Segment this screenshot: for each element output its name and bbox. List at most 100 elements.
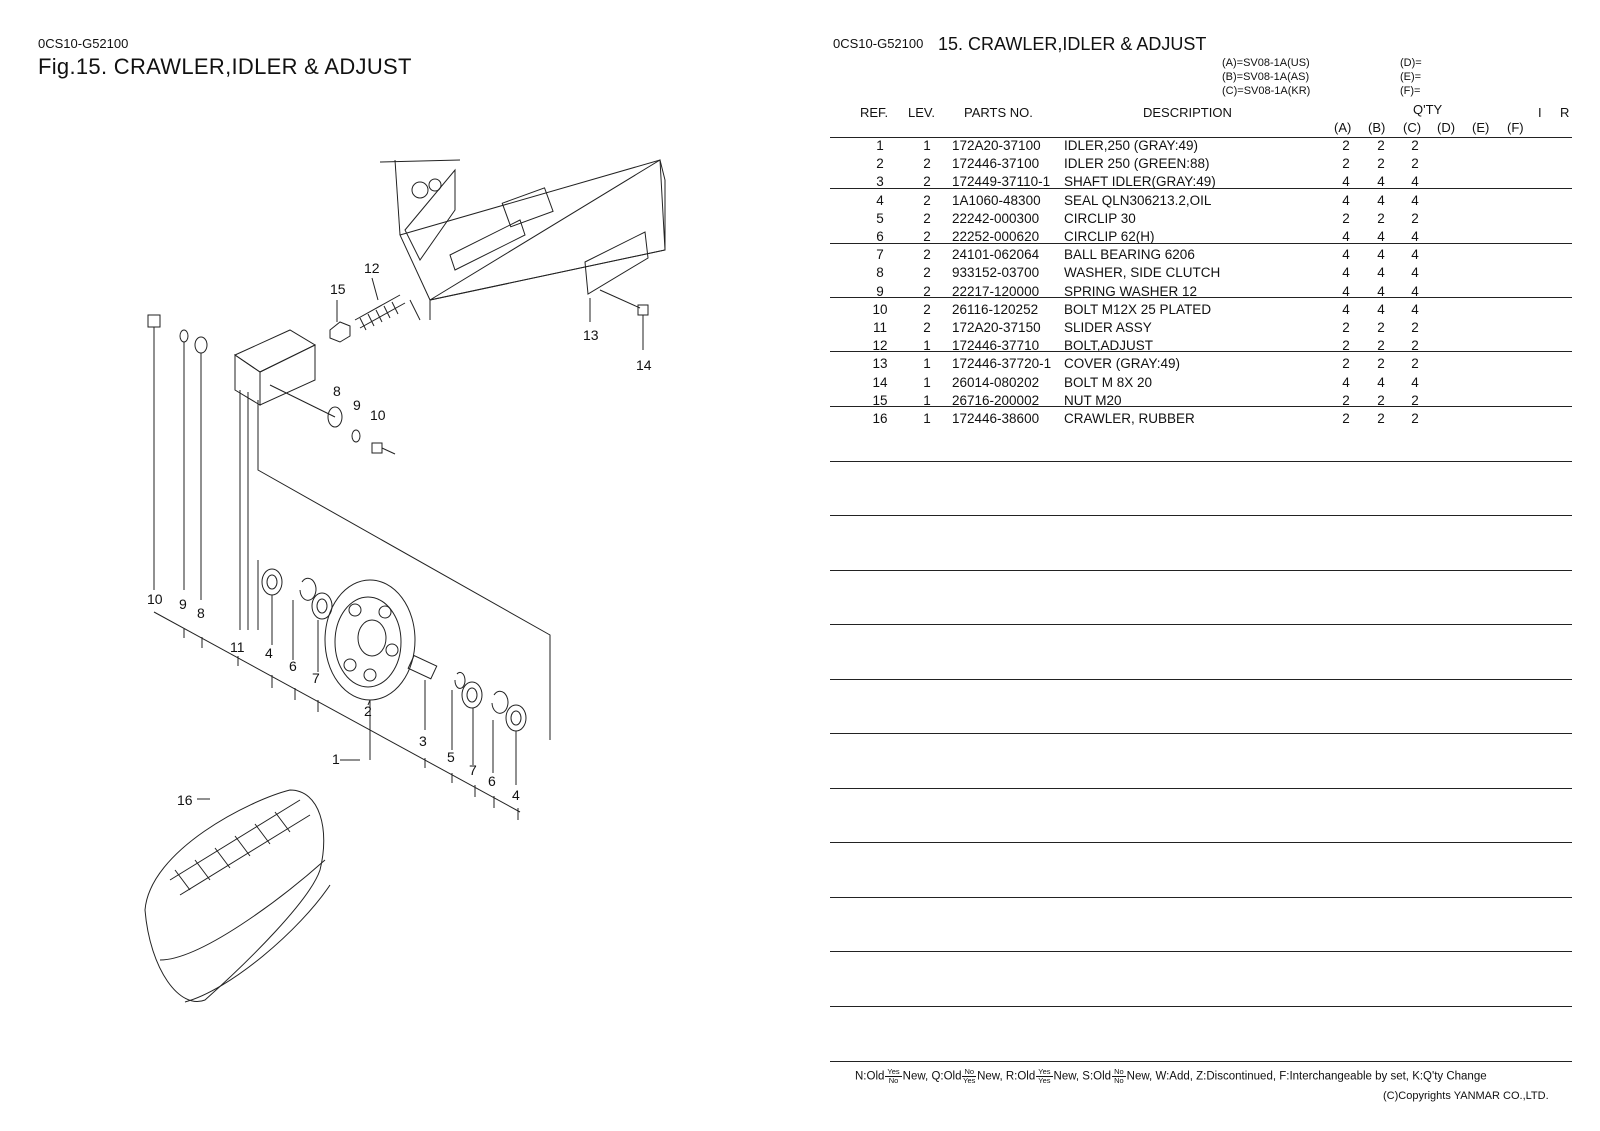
callout-8-left: 8 bbox=[197, 605, 205, 621]
bearing-seal-set-drawing bbox=[261, 568, 527, 732]
blank-rule bbox=[830, 624, 1572, 625]
cell-qty-b: 4 bbox=[1377, 265, 1385, 281]
cell-ref: 7 bbox=[876, 247, 884, 263]
header-qty-d: (D) bbox=[1437, 120, 1456, 135]
cell-description: SEAL QLN306213.2,OIL bbox=[1064, 192, 1212, 208]
legend-n-old: N:Old bbox=[855, 1070, 885, 1083]
cell-qty-a: 4 bbox=[1342, 374, 1350, 390]
cell-description: BOLT M 8X 20 bbox=[1064, 374, 1153, 390]
group-rule bbox=[830, 351, 1572, 352]
cell-qty-a: 2 bbox=[1342, 210, 1350, 226]
cell-ref: 4 bbox=[876, 192, 884, 208]
header-qty-b: (B) bbox=[1368, 120, 1386, 135]
cell-qty-c: 2 bbox=[1411, 210, 1419, 226]
cell-description: BOLT M12X 25 PLATED bbox=[1064, 301, 1212, 317]
callout-12: 12 bbox=[364, 260, 380, 276]
callout-10-middle: 10 bbox=[370, 407, 386, 423]
washer-bolt-middle-drawing bbox=[269, 384, 396, 455]
cell-qty-c: 4 bbox=[1411, 192, 1419, 208]
header-i: I bbox=[1538, 105, 1542, 120]
cell-qty-c: 4 bbox=[1411, 174, 1419, 190]
cell-lev: 2 bbox=[923, 320, 931, 335]
assembly-guide-lines bbox=[257, 400, 551, 740]
model-b: (B)=SV08-1A(AS) bbox=[1222, 71, 1310, 83]
cell-ref: 6 bbox=[876, 229, 884, 244]
callout-6-right: 6 bbox=[488, 773, 496, 789]
adjust-bolt-drawing bbox=[354, 294, 406, 331]
header-r: R bbox=[1560, 105, 1570, 120]
cell-parts-no: 26014-080202 bbox=[952, 374, 1040, 390]
legend-n-new: New, bbox=[902, 1070, 929, 1083]
model-e: (E)= bbox=[1400, 71, 1422, 83]
header-parts-no: PARTS NO. bbox=[964, 105, 1033, 120]
cell-qty-b: 2 bbox=[1377, 338, 1385, 354]
callout-4-right: 4 bbox=[512, 787, 520, 803]
cell-parts-no: 26116-120252 bbox=[952, 301, 1039, 317]
cell-description: SHAFT IDLER(GRAY:49) bbox=[1064, 174, 1216, 190]
legend-frac-top: Yes bbox=[885, 1067, 902, 1077]
cell-parts-no: 172446-37710 bbox=[952, 338, 1040, 354]
cell-ref: 16 bbox=[872, 411, 888, 426]
cell-ref: 1 bbox=[876, 138, 884, 153]
callout-5: 5 bbox=[447, 749, 455, 765]
cell-lev: 2 bbox=[923, 301, 931, 317]
legend-s-new: New, bbox=[1126, 1070, 1153, 1083]
header-qty-e: (E) bbox=[1472, 120, 1490, 135]
cell-qty-a: 4 bbox=[1342, 192, 1350, 208]
legend-frac-top: No bbox=[962, 1067, 977, 1077]
legend-tail: W:Add, Z:Discontinued, F:Interchangeable… bbox=[1155, 1070, 1487, 1083]
cell-parts-no: 933152-03700 bbox=[952, 265, 1040, 281]
nut-drawing bbox=[329, 321, 351, 343]
blank-rule bbox=[830, 515, 1572, 516]
cell-qty-a: 2 bbox=[1342, 320, 1350, 335]
cell-qty-b: 2 bbox=[1377, 320, 1385, 335]
cell-qty-c: 4 bbox=[1411, 374, 1419, 390]
cell-qty-c: 4 bbox=[1411, 301, 1419, 317]
cell-lev: 1 bbox=[923, 356, 931, 372]
header-ref: REF. bbox=[860, 105, 889, 120]
cell-qty-b: 4 bbox=[1377, 192, 1385, 208]
cell-qty-b: 4 bbox=[1377, 247, 1385, 263]
group-rule bbox=[830, 243, 1572, 244]
cell-description: COVER (GRAY:49) bbox=[1064, 356, 1181, 372]
cell-lev: 2 bbox=[923, 229, 931, 244]
exploded-parts-diagram: 1 2 3 4 4 5 6 6 7 7 8 8 9 9 10 10 11 12 … bbox=[144, 159, 666, 1003]
blank-rule bbox=[830, 1006, 1572, 1007]
cell-qty-a: 2 bbox=[1342, 338, 1350, 354]
callout-15: 15 bbox=[330, 281, 346, 297]
model-c: (C)=SV08-1A(KR) bbox=[1222, 85, 1311, 97]
cell-lev: 1 bbox=[923, 411, 931, 426]
cell-qty-c: 4 bbox=[1411, 247, 1419, 263]
cell-description: CRAWLER, RUBBER bbox=[1064, 411, 1195, 426]
cell-ref: 11 bbox=[872, 320, 887, 335]
cell-description: IDLER 250 (GREEN:88) bbox=[1064, 156, 1210, 172]
cell-qty-c: 2 bbox=[1411, 338, 1419, 354]
cell-qty-b: 4 bbox=[1377, 283, 1385, 299]
cell-description: CIRCLIP 30 bbox=[1064, 210, 1136, 226]
cell-ref: 3 bbox=[876, 174, 884, 190]
cell-parts-no: 22252-000620 bbox=[952, 229, 1040, 244]
callout-14: 14 bbox=[636, 357, 652, 373]
callout-1: 1 bbox=[332, 751, 340, 767]
cell-qty-a: 2 bbox=[1342, 138, 1350, 153]
callout-6-left: 6 bbox=[289, 658, 297, 674]
cell-qty-b: 4 bbox=[1377, 174, 1385, 190]
cell-qty-c: 2 bbox=[1411, 320, 1419, 335]
callout-4-left: 4 bbox=[265, 645, 273, 661]
cell-qty-a: 4 bbox=[1342, 283, 1350, 299]
cell-lev: 1 bbox=[923, 392, 931, 408]
cell-qty-b: 4 bbox=[1377, 229, 1385, 244]
cell-qty-b: 2 bbox=[1377, 210, 1385, 226]
cell-qty-c: 2 bbox=[1411, 156, 1419, 172]
group-rule bbox=[830, 406, 1572, 407]
cell-qty-c: 2 bbox=[1411, 138, 1419, 153]
cell-qty-a: 4 bbox=[1342, 174, 1350, 190]
